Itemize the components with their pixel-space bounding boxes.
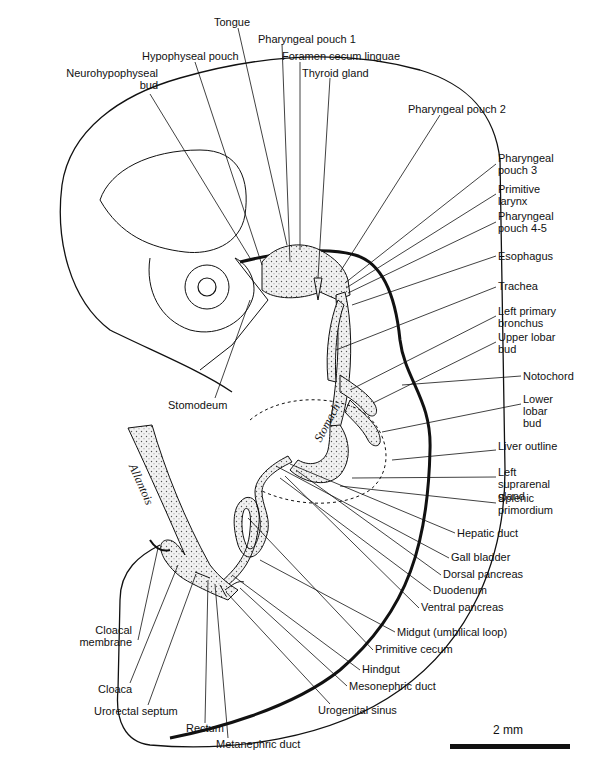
pharynx xyxy=(262,245,350,300)
part-label: Left primary bronchus xyxy=(498,305,562,329)
part-label: Metanephric duct xyxy=(216,738,300,750)
part-label: Midgut (umbilical loop) xyxy=(397,626,507,638)
part-label: Thyroid gland xyxy=(302,67,369,79)
urorectal-septum xyxy=(195,572,210,578)
trachea xyxy=(327,300,344,382)
part-label: Trachea xyxy=(498,280,538,292)
head-outline xyxy=(149,258,254,332)
cloacal-membrane xyxy=(150,540,170,551)
part-label: Tongue xyxy=(214,16,250,28)
part-label: 2 mm xyxy=(493,724,523,736)
notochord-line xyxy=(170,251,430,738)
part-label: Pharyngeal pouch 4-5 xyxy=(498,210,562,234)
part-label: Cloacal membrane xyxy=(70,624,132,648)
part-label: Pharyngeal pouch 3 xyxy=(498,152,562,176)
part-label: Stomodeum xyxy=(168,399,227,411)
part-label: Hepatic duct xyxy=(457,527,518,539)
part-label: Hindgut xyxy=(362,663,400,675)
part-label: Ventral pancreas xyxy=(421,601,504,613)
scale-bar xyxy=(450,744,570,749)
stomodeum-outline xyxy=(200,258,268,370)
part-label: Pharyngeal pouch 2 xyxy=(408,103,506,115)
part-label: Dorsal pancreas xyxy=(443,568,523,580)
part-label: Esophagus xyxy=(498,250,553,262)
part-label: Urogenital sinus xyxy=(318,704,397,716)
part-label: Upper lobar bud xyxy=(498,331,562,355)
allantois xyxy=(128,425,238,600)
part-label: Splenic primordium xyxy=(498,492,562,516)
part-label: Primitive cecum xyxy=(375,643,453,655)
part-label: Mesonephric duct xyxy=(349,680,436,692)
thyroid xyxy=(314,278,322,300)
part-label: Rectum xyxy=(186,722,224,734)
eye xyxy=(185,265,229,309)
part-label: Cloaca xyxy=(98,683,132,695)
part-label: Neurohypophyseal bud xyxy=(62,67,158,91)
part-label: Lower lobar bud xyxy=(523,393,561,429)
part-label: Hypophyseal pouch xyxy=(142,50,239,62)
part-label: Notochord xyxy=(523,370,574,382)
part-label: Liver outline xyxy=(498,440,562,452)
part-label: Duodenum xyxy=(433,584,487,596)
part-label: Urorectal septum xyxy=(94,705,178,717)
part-label: Foramen cecum linguae xyxy=(282,50,400,62)
eye-lens xyxy=(198,278,216,296)
midgut-loop xyxy=(218,456,292,585)
liver-outline xyxy=(250,400,386,503)
part-label: Pharyngeal pouch 1 xyxy=(258,33,356,45)
body-outline xyxy=(60,57,505,747)
part-label: Gall bladder xyxy=(451,551,510,563)
part-label: Primitive larynx xyxy=(498,183,562,207)
brain-outline xyxy=(100,150,246,253)
leader-lines xyxy=(130,28,521,738)
